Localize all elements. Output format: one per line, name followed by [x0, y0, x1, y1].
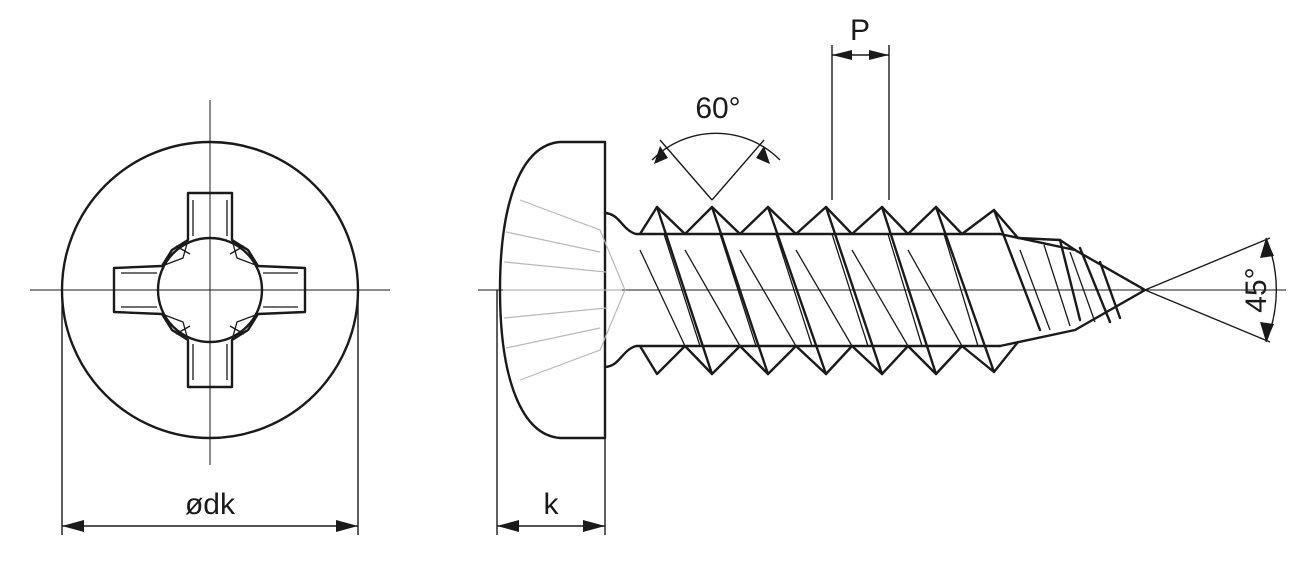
head-diameter-label: ødk: [185, 488, 236, 521]
phillips-recess-icon: [112, 191, 307, 389]
head-height-label: k: [544, 488, 560, 521]
pitch-label: P: [850, 14, 870, 47]
pan-head: [498, 140, 626, 440]
head-top-view: ødk: [30, 100, 390, 535]
dimension-k: k: [496, 290, 606, 535]
dimension-point-angle: 45°: [1144, 237, 1277, 343]
dimension-thread-angle: 60°: [651, 92, 781, 201]
screw-side-view: k P 60° 45°: [478, 14, 1286, 535]
point-angle-label: 45°: [1240, 267, 1273, 312]
dimension-dk: ødk: [61, 290, 359, 535]
dimension-pitch: P: [831, 14, 890, 200]
thread-profile: [638, 205, 1122, 376]
thread-angle-label: 60°: [695, 92, 740, 125]
